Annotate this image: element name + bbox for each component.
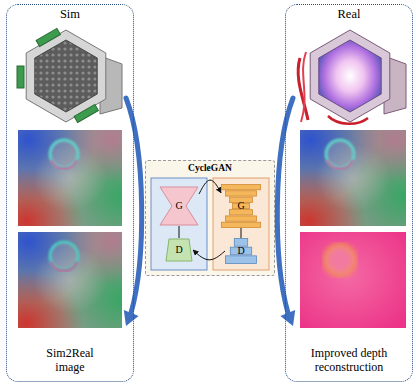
box-title: CycleGAN [188, 163, 232, 174]
block-label: D [237, 245, 244, 257]
cable [328, 116, 368, 124]
generator-panel [151, 178, 207, 270]
sim2real-tactile-image [18, 232, 122, 328]
domain-panel: RealImproved depth reconstruction [285, 4, 413, 382]
cyclegan-fill [145, 160, 275, 276]
block-label: G [175, 200, 182, 212]
sensor-membrane [35, 40, 97, 112]
discriminator-block: D [225, 238, 257, 264]
pcb [36, 28, 60, 46]
domain-panel: SimSim2Real image [6, 4, 134, 382]
sensor-membrane [319, 40, 381, 112]
block-label: D [175, 244, 182, 256]
flow-arrow [124, 98, 142, 326]
sim-tactile-image [18, 130, 122, 226]
panel-heading: Real [338, 7, 361, 21]
block-label: G [237, 200, 244, 212]
panel-caption: Sim2Real image [35, 347, 105, 375]
model-box: CycleGAN G D G D [145, 160, 275, 276]
pcb [74, 104, 98, 122]
generator-block: G [159, 186, 199, 226]
sim-sensor-render [17, 28, 122, 122]
cable [301, 52, 306, 122]
real-sensor-photo [298, 30, 406, 124]
flow-arrow [277, 98, 295, 326]
panel-caption: Improved depth reconstruction [299, 347, 399, 375]
cycle-arrow [199, 180, 221, 194]
panel-heading: Sim [60, 7, 80, 21]
generator-block: G [221, 184, 261, 228]
link-line [179, 226, 180, 238]
discriminator-block: D [165, 238, 193, 262]
generator-panel [213, 178, 269, 270]
sensor-frame [310, 30, 390, 122]
pcb [17, 66, 24, 88]
depth-image [300, 232, 406, 328]
link-line [241, 228, 242, 238]
cycle-arrow [193, 250, 225, 260]
real-tactile-image [300, 130, 406, 226]
